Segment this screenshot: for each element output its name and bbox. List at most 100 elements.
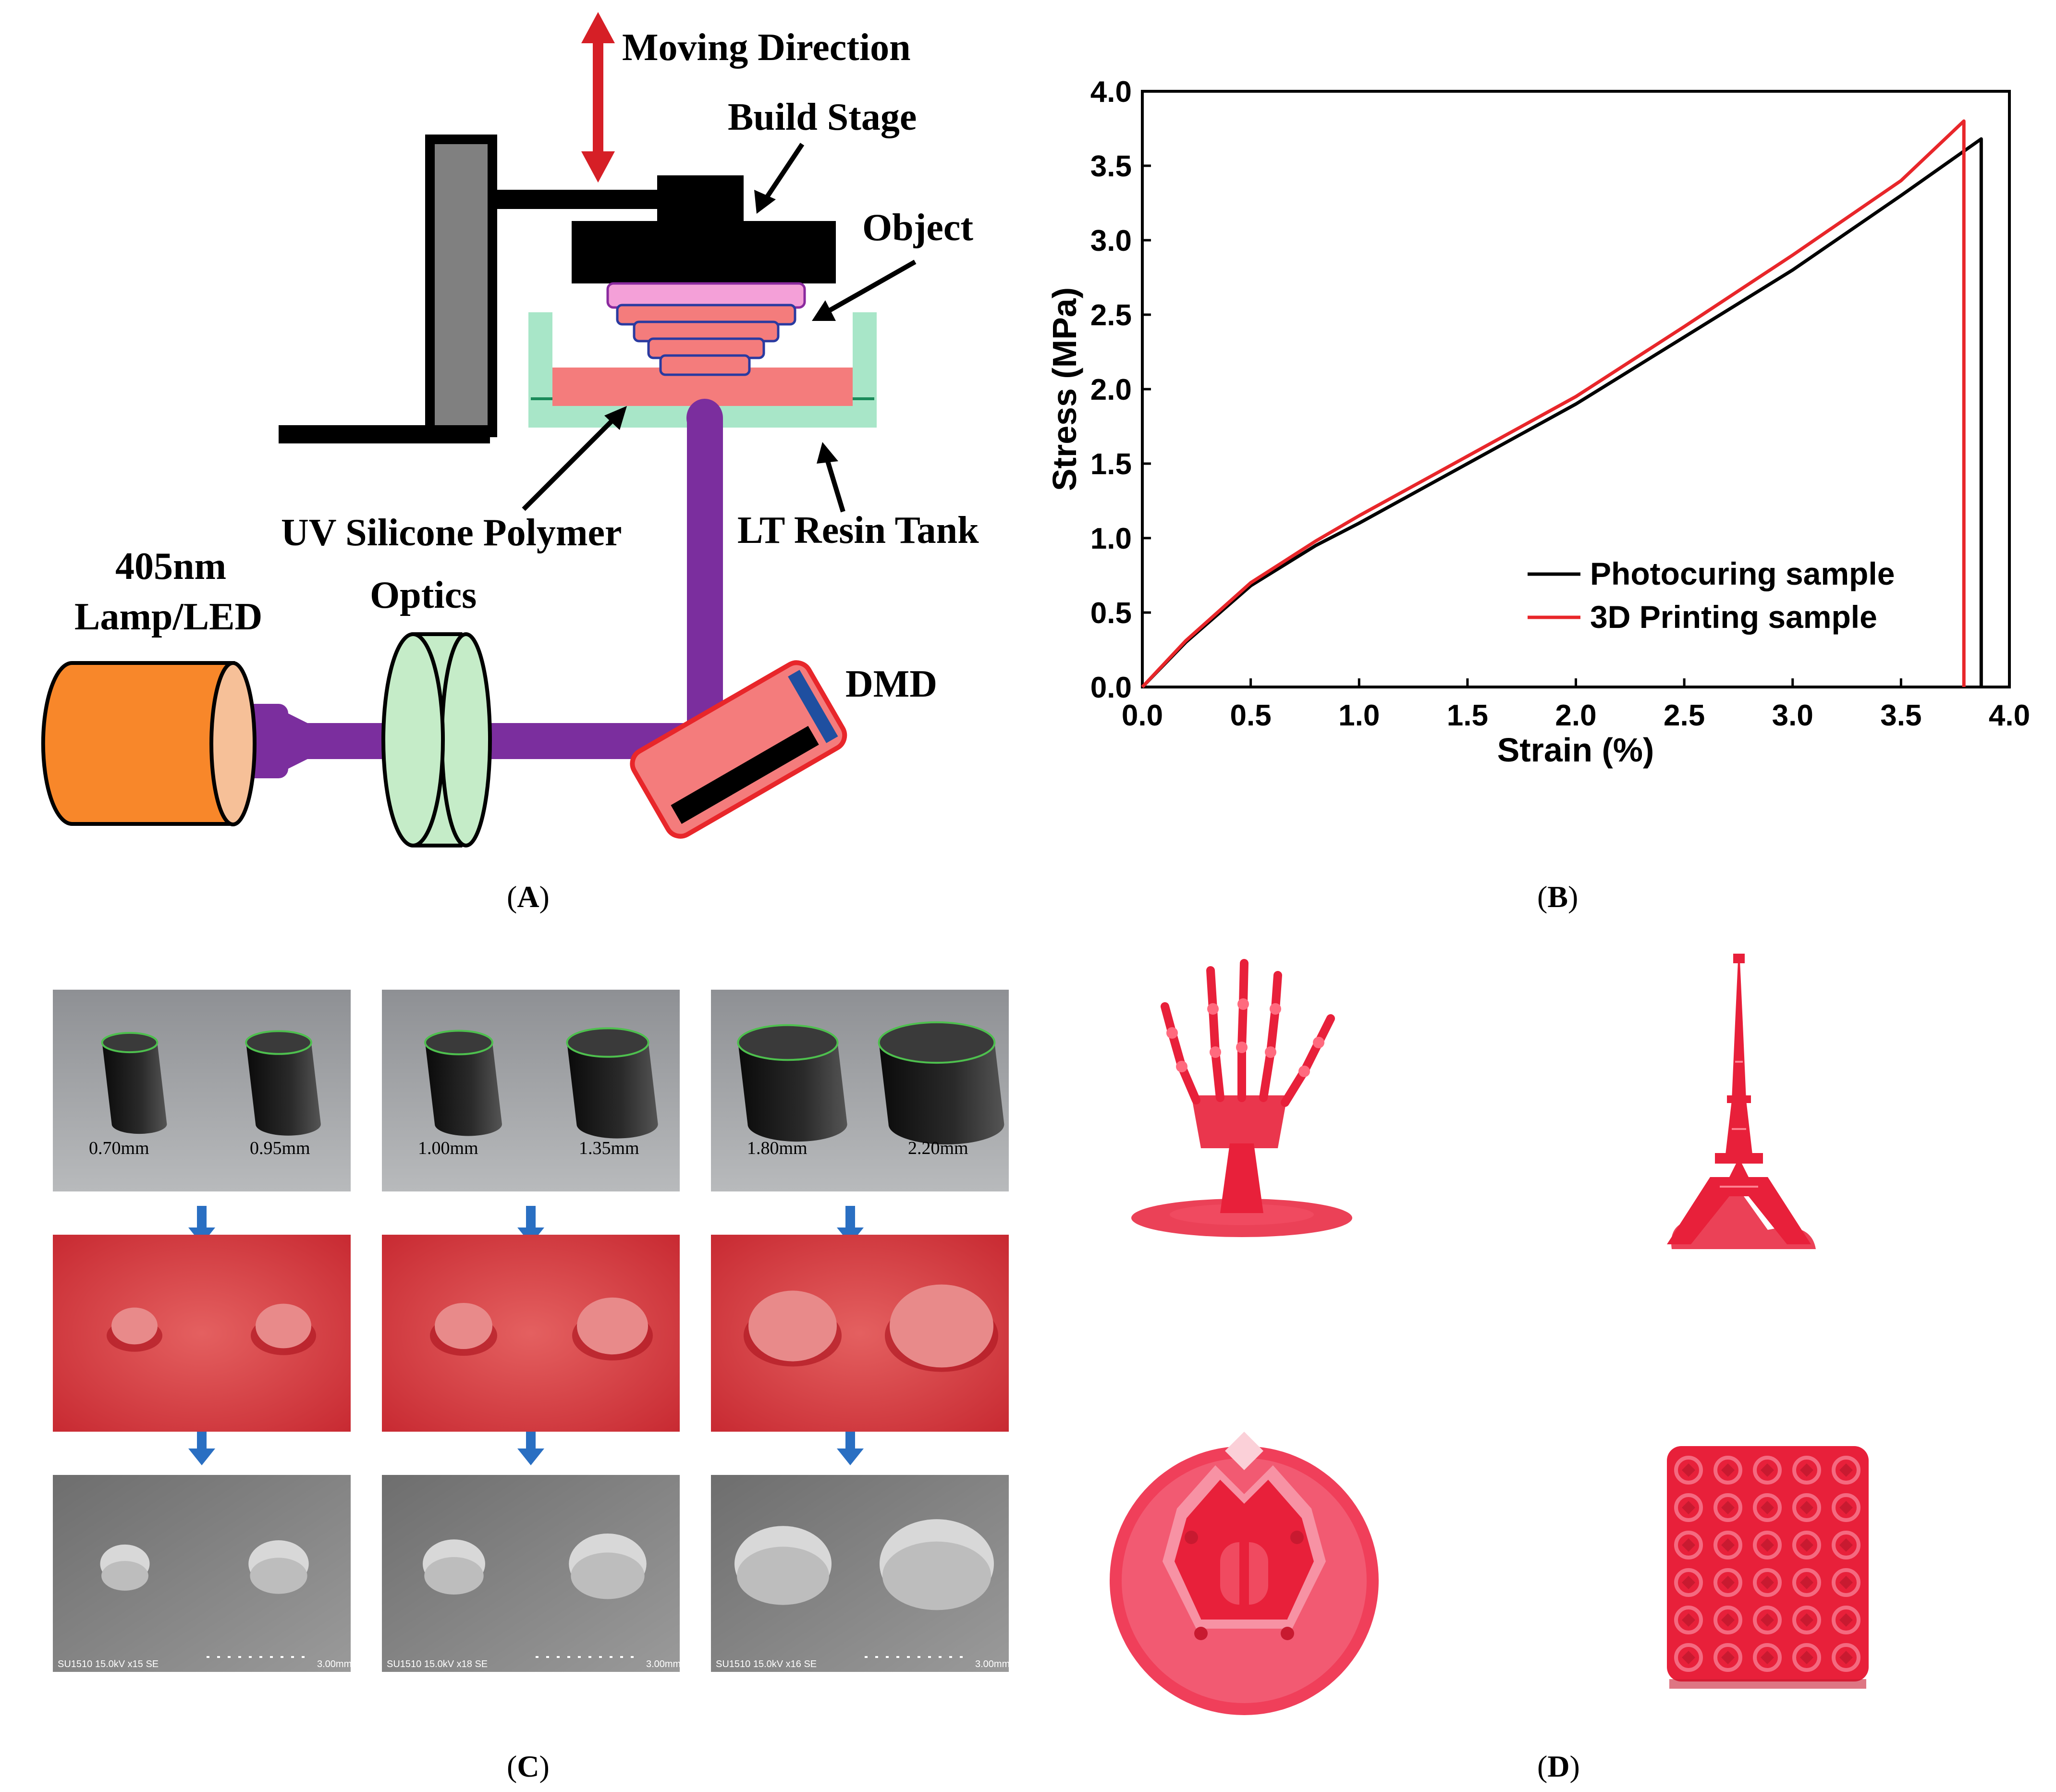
lamp-label-line2: Lamp/LED	[74, 596, 262, 638]
y-tick-label: 0.0	[1090, 671, 1132, 704]
lattice-cell	[1832, 1531, 1860, 1559]
cad-pin-top	[566, 1027, 649, 1058]
sem-scale-tick	[610, 1656, 612, 1658]
cad-pin	[738, 1043, 847, 1142]
sem-scale-tick	[896, 1656, 899, 1658]
printed-pin	[256, 1303, 311, 1349]
sem-scale-tick	[599, 1656, 602, 1658]
sem-scale-tick	[281, 1656, 283, 1658]
y-tick-label: 0.5	[1090, 597, 1132, 630]
x-tick-label: 2.0	[1555, 699, 1596, 732]
sem-scale-tick	[291, 1656, 294, 1658]
printed-pin	[748, 1290, 837, 1362]
cad-pin-top	[245, 1030, 312, 1055]
printed-pin	[577, 1297, 648, 1355]
down-arrow-head	[517, 1448, 544, 1465]
sem-scale-tick	[567, 1656, 570, 1658]
lattice-hole	[1800, 1463, 1813, 1477]
lattice-cell	[1674, 1493, 1703, 1522]
y-tick-label: 1.5	[1090, 448, 1132, 481]
sem-info: SU1510 15.0kV x16 SE	[716, 1659, 817, 1669]
sem-scale-tick	[918, 1656, 920, 1658]
sem-scale: 3.00mm	[646, 1659, 681, 1669]
resin-tank-label: LT Resin Tank	[737, 509, 979, 552]
lattice-cell	[1674, 1568, 1703, 1597]
sem-pin-base	[424, 1557, 484, 1595]
sem-scale-tick	[865, 1656, 868, 1658]
dmd-device	[630, 660, 847, 839]
lattice-hole	[1721, 1501, 1735, 1514]
lattice-cell	[1753, 1456, 1782, 1485]
sem-pin-base	[737, 1547, 829, 1605]
sem-scale: 3.00mm	[317, 1659, 352, 1669]
lattice-hole	[1682, 1463, 1695, 1477]
sem-scale-tick	[259, 1656, 262, 1658]
lattice-hole	[1839, 1576, 1853, 1589]
sem-pin-base	[882, 1541, 991, 1610]
stage-column	[425, 135, 497, 437]
lattice-cell	[1713, 1456, 1742, 1485]
lattice-hole	[1800, 1651, 1813, 1664]
lattice-cell	[1713, 1606, 1742, 1634]
legend-label: 3D Printing sample	[1590, 599, 1877, 635]
lattice-cell	[1753, 1493, 1782, 1522]
lattice-cell	[1753, 1643, 1782, 1672]
sem-scale-tick	[960, 1656, 963, 1658]
sem-scale-tick	[620, 1656, 623, 1658]
down-arrow	[197, 1206, 207, 1230]
moving-direction-arrow	[581, 12, 615, 183]
series-lines	[1141, 119, 1983, 688]
lattice-hole	[1839, 1501, 1853, 1514]
sem-scale: 3.00mm	[975, 1659, 1010, 1669]
down-arrow	[526, 1206, 536, 1230]
lattice-hole	[1682, 1538, 1695, 1552]
dmd-label: DMD	[845, 663, 937, 705]
printed-pin	[890, 1284, 993, 1368]
sem-pin-base	[571, 1552, 645, 1599]
sem-scale-tick	[631, 1656, 634, 1658]
stage-arm	[492, 190, 665, 209]
object-label: Object	[862, 207, 973, 249]
cad-pin	[246, 1043, 321, 1136]
sem-scale-tick	[228, 1656, 231, 1658]
x-axis-label: Strain (%)	[1497, 731, 1654, 769]
lattice-cell	[1753, 1531, 1782, 1559]
sem-pin-base	[250, 1558, 307, 1594]
cad-pin	[425, 1043, 502, 1136]
sem-scale-tick	[875, 1656, 878, 1658]
series-line	[1141, 137, 1983, 688]
optics-label: Optics	[370, 574, 477, 616]
uv-silicone-label: UV Silicone Polymer	[281, 512, 622, 554]
lattice-hole	[1682, 1576, 1695, 1589]
y-tick-label: 2.5	[1090, 299, 1132, 332]
sem-scale-tick	[270, 1656, 273, 1658]
printed-pin	[111, 1307, 158, 1345]
lattice-hole	[1761, 1538, 1774, 1552]
y-tick-label: 3.0	[1090, 224, 1132, 258]
panel-d-caption: (D)	[1537, 1749, 1580, 1783]
series-line	[1141, 119, 1966, 688]
lattice-hole	[1721, 1651, 1735, 1664]
lattice-hole	[1839, 1538, 1853, 1552]
sem-scale-tick	[238, 1656, 241, 1658]
cad-pin-top	[101, 1031, 159, 1054]
lattice-hole	[1800, 1501, 1813, 1514]
y-tick-labels: 0.00.51.01.52.02.53.03.54.0	[1090, 75, 1151, 704]
printed-object	[606, 282, 806, 376]
x-tick-label: 1.5	[1447, 699, 1488, 732]
x-tick-label: 3.0	[1772, 699, 1813, 732]
lattice-cell	[1792, 1493, 1821, 1522]
lattice-cell	[1792, 1531, 1821, 1559]
lattice-cell	[1713, 1493, 1742, 1522]
down-arrow	[197, 1427, 207, 1451]
panel-d-figure	[1110, 954, 1869, 1715]
x-tick-label: 2.5	[1664, 699, 1705, 732]
lattice-hole	[1839, 1463, 1853, 1477]
cad-pin-top	[424, 1030, 493, 1056]
lattice-hole	[1682, 1613, 1695, 1627]
